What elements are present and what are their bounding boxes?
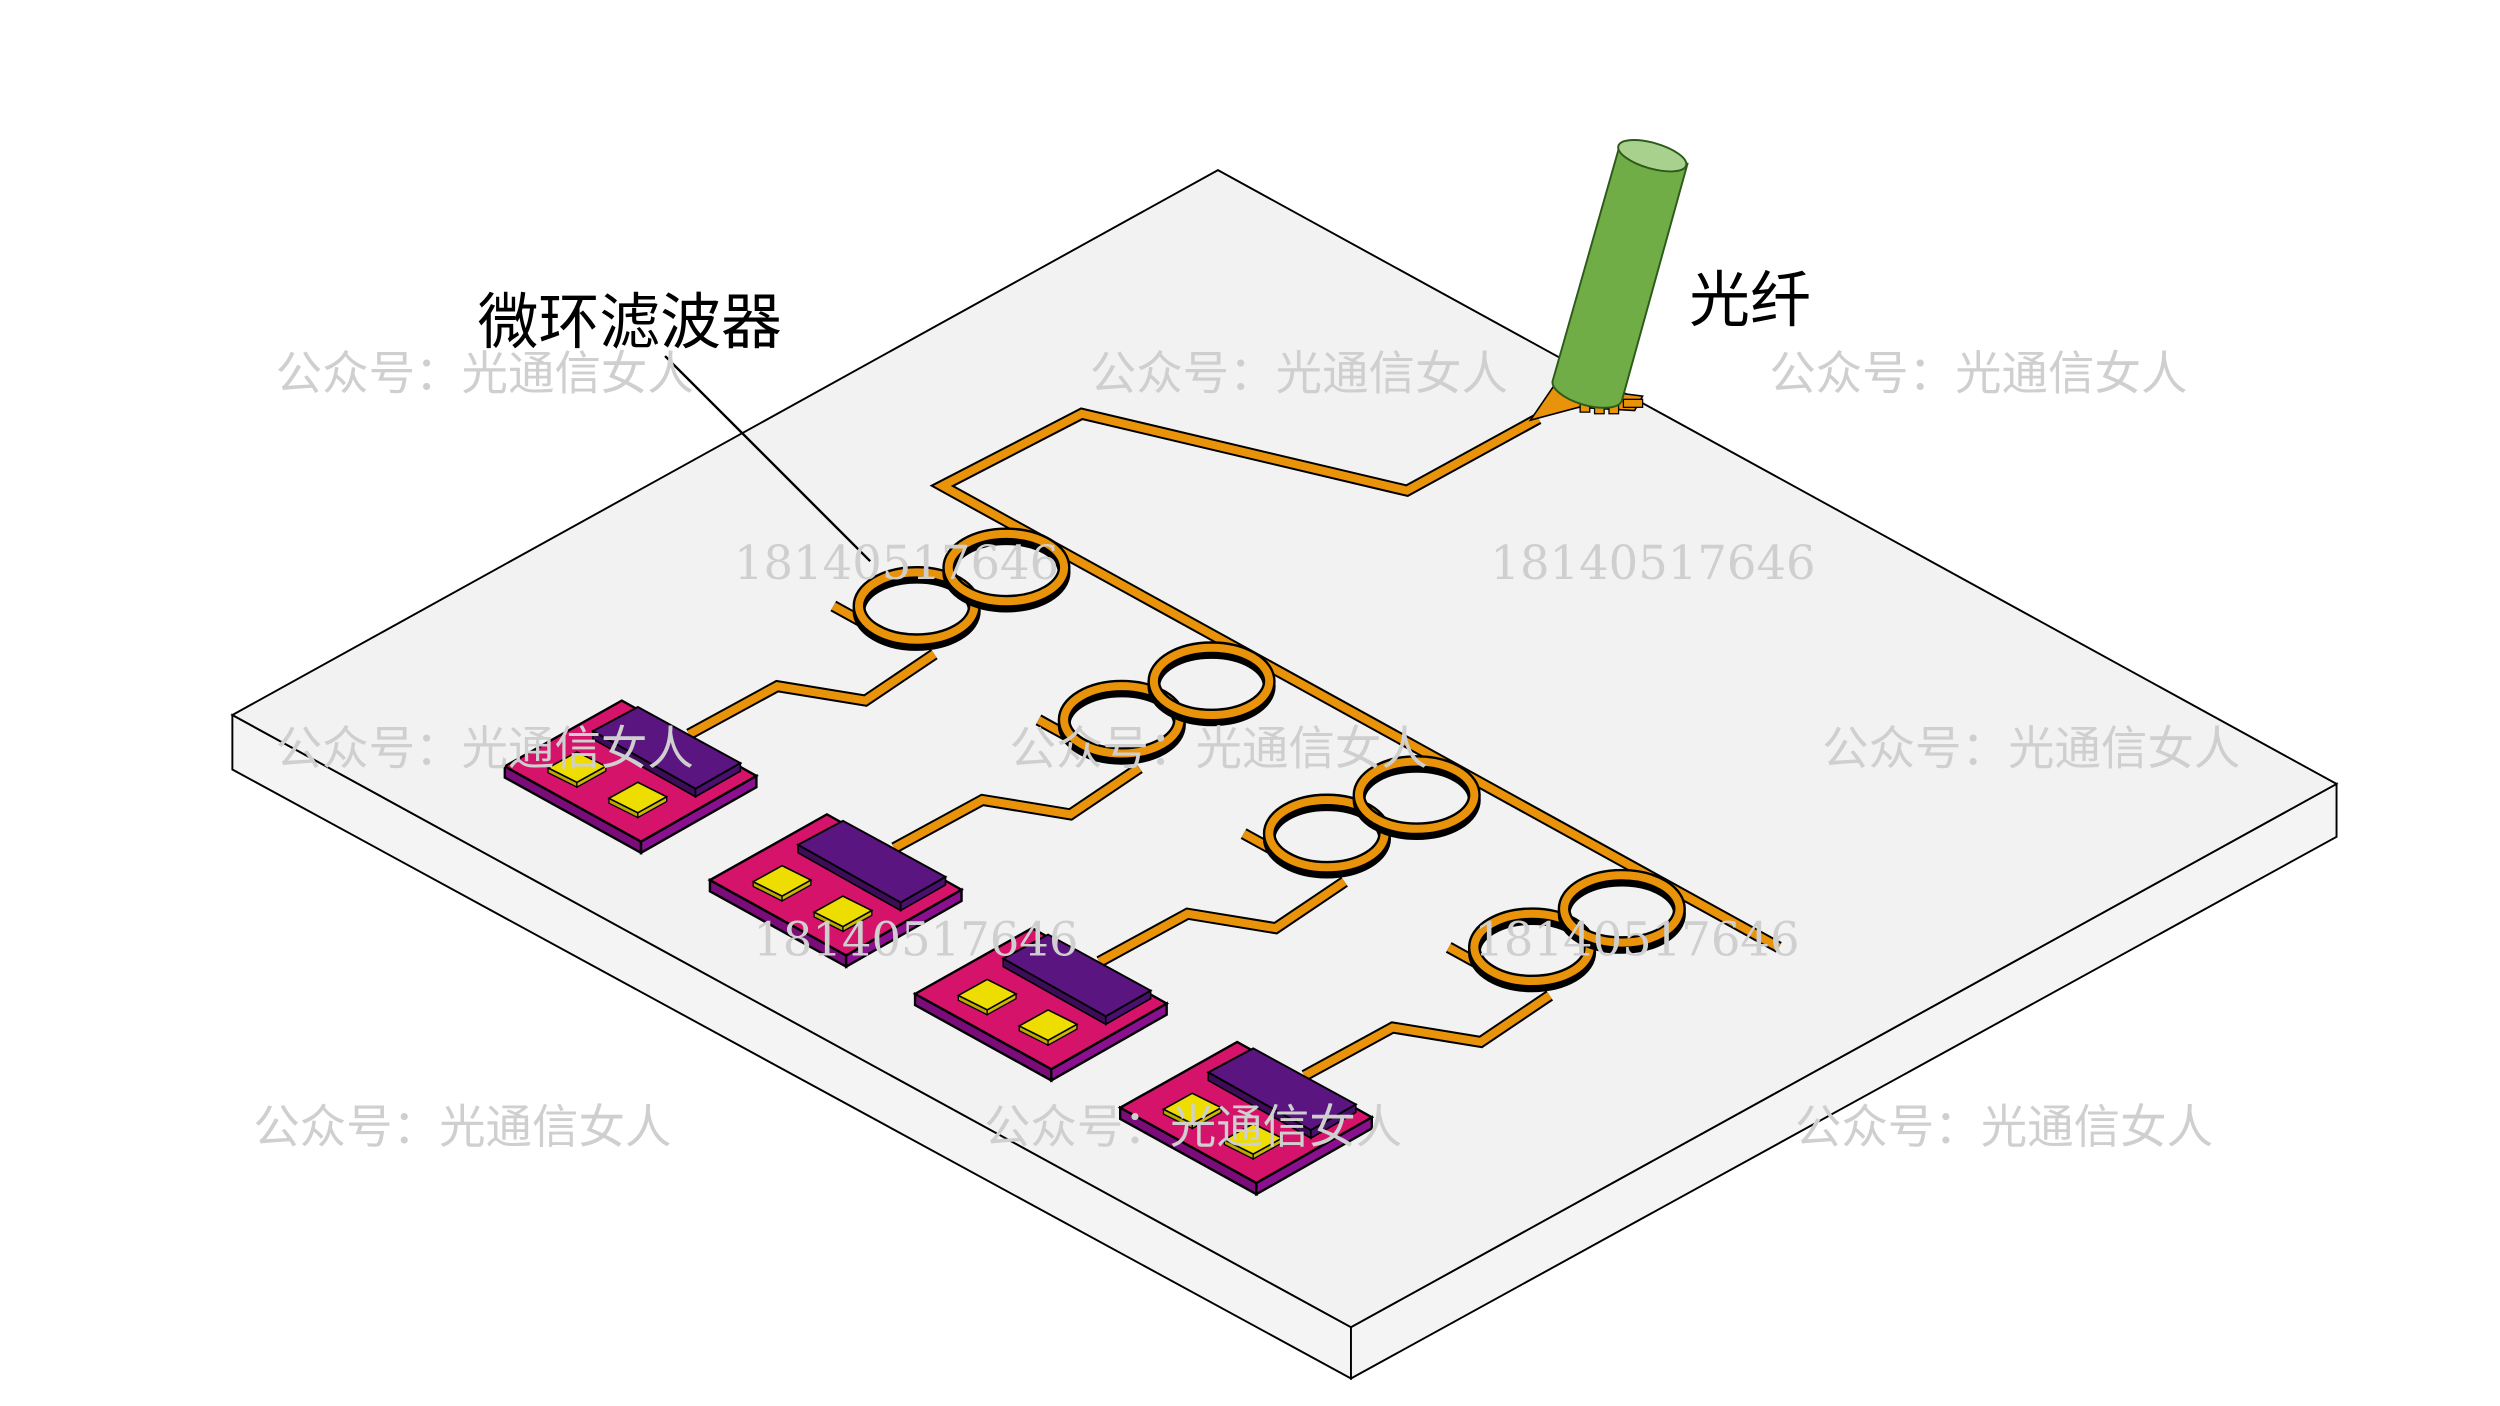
chip-block	[590, 705, 743, 790]
drop-waveguide	[892, 764, 1142, 852]
electrode-pad	[607, 781, 669, 814]
drop-waveguide	[1302, 992, 1552, 1080]
drop-waveguide	[1097, 878, 1347, 966]
leader-line	[664, 355, 872, 563]
chip-base	[502, 699, 759, 844]
substrate-board	[230, 169, 2339, 1381]
channels	[502, 527, 1686, 1197]
chip-block	[1001, 933, 1153, 1018]
electrode-pad	[1222, 1122, 1284, 1156]
waveguide-core	[933, 409, 1781, 951]
channel-1	[502, 527, 1071, 855]
microring-filter-label: 微环滤波器	[478, 287, 782, 358]
drop-waveguide	[687, 650, 937, 738]
watermark-text: 公众号：光通信女人	[253, 1100, 671, 1154]
electrode-pad	[751, 864, 813, 898]
electrode-pad	[1017, 1008, 1079, 1042]
chip-base	[912, 926, 1170, 1071]
electrode-pad	[812, 895, 874, 928]
photodetector-chip	[502, 699, 759, 855]
microring	[1354, 757, 1479, 833]
photodetector-chip	[707, 813, 964, 969]
microring	[1149, 643, 1274, 720]
watermark-text: 公众号：光通信女人	[1795, 1100, 2213, 1154]
electrode-pad	[956, 978, 1018, 1011]
fiber-end-face	[1617, 139, 1688, 173]
channel-4	[1117, 868, 1686, 1197]
electrode-pad	[546, 750, 608, 784]
optical-fiber-label: 光纤	[1689, 265, 1811, 336]
microring	[944, 529, 1069, 606]
microring	[1560, 871, 1684, 947]
board-top	[230, 169, 2339, 1329]
channel-2	[707, 641, 1276, 969]
optical-fiber	[1551, 139, 1689, 409]
fiber-body	[1551, 148, 1689, 409]
chip-base	[707, 813, 964, 957]
chip-base	[1117, 1040, 1375, 1185]
photodetector-chip	[912, 926, 1170, 1083]
electrode-pad	[1161, 1092, 1223, 1125]
chip-block	[1206, 1047, 1358, 1132]
watermark-text: 公众号：光通信女人	[1769, 347, 2187, 401]
chip-block	[796, 819, 948, 904]
photodetector-chip	[1117, 1040, 1375, 1197]
channel-3	[912, 755, 1481, 1083]
